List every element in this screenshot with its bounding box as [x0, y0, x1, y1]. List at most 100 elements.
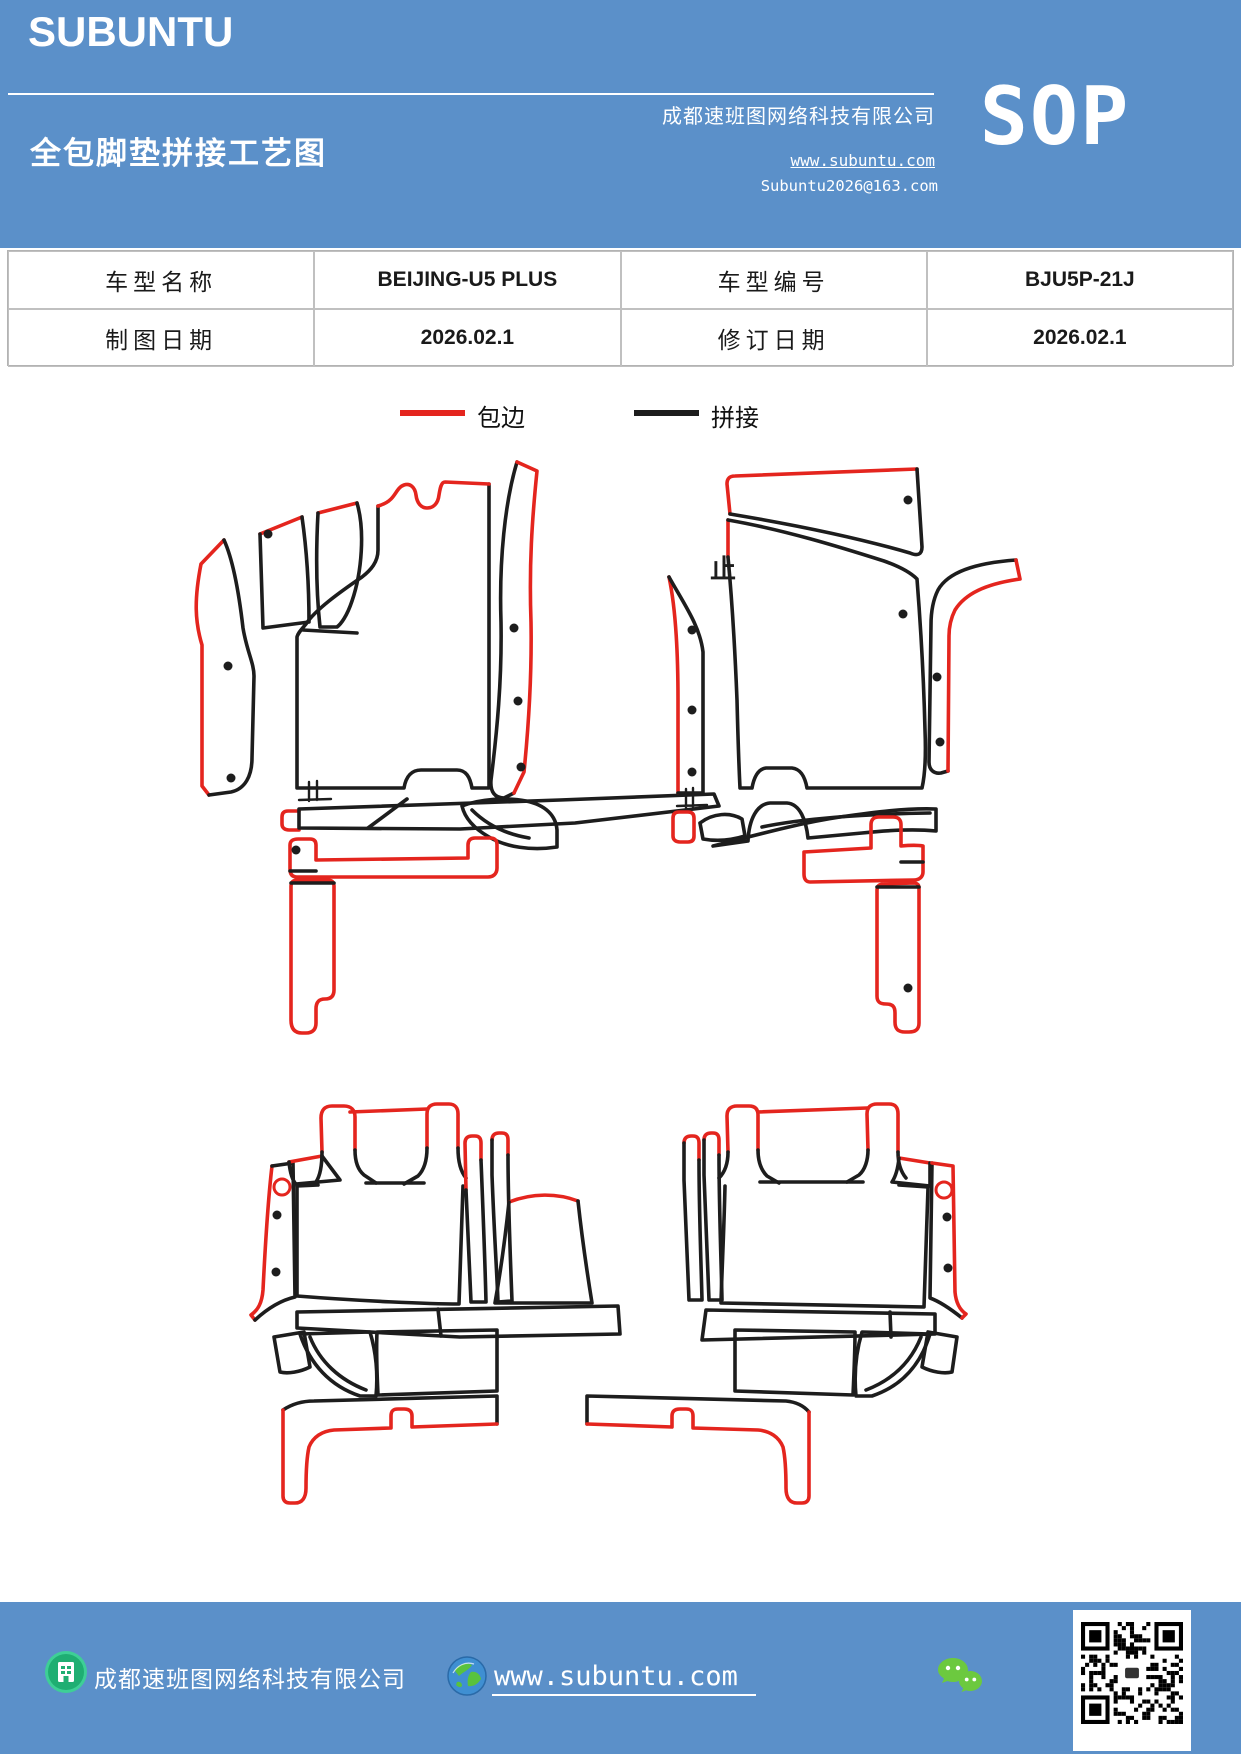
mat-outline-path — [512, 460, 539, 795]
mat-outline-path — [719, 1184, 930, 1309]
mat-outline-path — [207, 538, 256, 797]
mat-outline-path — [725, 1104, 760, 1154]
mat-outline-path — [927, 558, 1018, 775]
mat-outline-path — [667, 575, 705, 795]
mat-outline-path — [490, 1131, 510, 1157]
mat-outline-path — [287, 1154, 324, 1164]
header-website-link[interactable]: www.subuntu.com — [790, 151, 936, 170]
alignment-dot — [903, 983, 913, 993]
mat-outline-path — [295, 1181, 426, 1188]
header-email: Subuntu2026@163.com — [760, 177, 938, 195]
mat-outline-path — [928, 1161, 964, 1320]
mat-outline-path — [845, 1148, 908, 1184]
mat-outline-path — [253, 1161, 297, 1322]
mat-outline-path — [288, 836, 499, 879]
mat-outline-path — [298, 1330, 379, 1398]
mat-outline-path — [888, 1310, 893, 1339]
mat-outline-path — [297, 779, 333, 803]
mat-outline-path — [281, 1407, 499, 1505]
alignment-dot — [272, 1210, 282, 1220]
mat-outline-path — [682, 1141, 704, 1302]
model-code-label: 车型编号 — [620, 251, 927, 309]
header-company-name: 成都速班图网络科技有限公司 — [662, 106, 935, 128]
mat-outline-path — [667, 575, 680, 795]
mat-outline-path — [671, 810, 696, 844]
wechat-icon — [938, 1658, 982, 1692]
mat-outline-path — [698, 812, 747, 843]
mat-outline-path — [700, 1308, 937, 1342]
brand-logo: SUBUNTU — [28, 8, 234, 55]
mat-outline-path — [295, 1304, 622, 1339]
alignment-dot — [513, 696, 523, 706]
mat-outline-path — [287, 1154, 342, 1186]
alignment-dot — [943, 1263, 953, 1273]
qr-code — [1073, 1610, 1191, 1751]
mat-outline-path — [864, 1335, 923, 1392]
mat-outline-path — [890, 1156, 932, 1188]
building-icon — [45, 1651, 87, 1693]
mat-outline-path — [865, 1102, 900, 1154]
alignment-dot — [226, 773, 236, 783]
stop-mark-label: 止 — [710, 555, 736, 584]
mat-outline-path — [319, 1104, 357, 1154]
mat-outline-path — [280, 809, 301, 832]
mat-outline-path — [675, 786, 709, 810]
legend-splice-label: 拼接 — [711, 406, 759, 432]
mat-outline-path — [258, 515, 304, 536]
alignment-dot — [263, 529, 273, 539]
mat-outline-path — [402, 1146, 468, 1186]
legend-splice-swatch — [634, 410, 699, 416]
eyelet-circle — [272, 1177, 292, 1197]
mat-outline-path — [930, 1161, 968, 1320]
header-band: SUBUNTU 全包脚垫拼接工艺图 成都速班图网络科技有限公司 www.subu… — [0, 0, 1241, 248]
mat-outline-path — [436, 1307, 443, 1338]
footer-website-link[interactable]: www.subuntu.com — [492, 1661, 756, 1696]
vehicle-info-table: 车型名称 BEIJING-U5 PLUS 车型编号 BJU5P-21J 制图日期… — [7, 250, 1234, 367]
mat-outline-path — [733, 1328, 857, 1397]
mat-outline-path — [682, 1134, 701, 1162]
mat-outline-path — [758, 1180, 930, 1189]
mat-outline-path — [897, 1156, 932, 1165]
mat-outline-path — [425, 1102, 460, 1150]
mat-outline-path — [295, 482, 491, 790]
model-name-label: 车型名称 — [8, 251, 315, 309]
header-divider — [8, 93, 934, 95]
mat-outline-path — [366, 797, 409, 830]
alignment-dot — [271, 1267, 281, 1277]
mat-outline-path — [460, 797, 559, 851]
mat-outline-path — [314, 1148, 378, 1185]
mat-outline-path — [711, 801, 938, 848]
mat-outline-path — [702, 1131, 721, 1157]
mat-outline-path — [507, 1193, 580, 1204]
alignment-dot — [687, 625, 697, 635]
mat-outline-path — [314, 501, 364, 629]
mat-outline-path — [717, 1148, 781, 1185]
mat-outline-path — [374, 1328, 499, 1397]
mat-outline-path — [464, 1158, 488, 1304]
alignment-dot — [942, 1212, 952, 1222]
footer-company-name: 成都速班图网络科技有限公司 — [94, 1667, 406, 1692]
model-code-value: BJU5P-21J — [926, 251, 1233, 309]
mat-outline-path — [726, 518, 928, 790]
revise-date-value: 2026.02.1 — [926, 309, 1233, 367]
model-name-value: BEIJING-U5 PLUS — [314, 251, 621, 309]
mat-outline-path — [258, 515, 311, 630]
draw-date-value: 2026.02.1 — [314, 309, 621, 367]
alignment-dot — [935, 737, 945, 747]
mat-outline-path — [490, 1138, 514, 1304]
mat-outline-path — [297, 792, 721, 831]
alignment-dot — [516, 762, 526, 772]
mat-outline-path — [463, 1134, 483, 1192]
mat-outline-path — [725, 467, 919, 516]
eyelet-circle — [934, 1180, 954, 1200]
legend-binding-swatch — [400, 410, 465, 416]
revise-date-label: 修订日期 — [620, 309, 927, 367]
mat-outline-path — [316, 501, 359, 515]
qr-code-modules — [1081, 1622, 1183, 1724]
mat-outline-path — [295, 1184, 465, 1306]
sop-badge: SOP — [979, 70, 1131, 163]
mat-outline-path — [249, 1164, 274, 1322]
mat-outline-path — [728, 467, 924, 557]
alignment-dot — [223, 661, 233, 671]
legend-binding-label: 包边 — [477, 406, 525, 432]
